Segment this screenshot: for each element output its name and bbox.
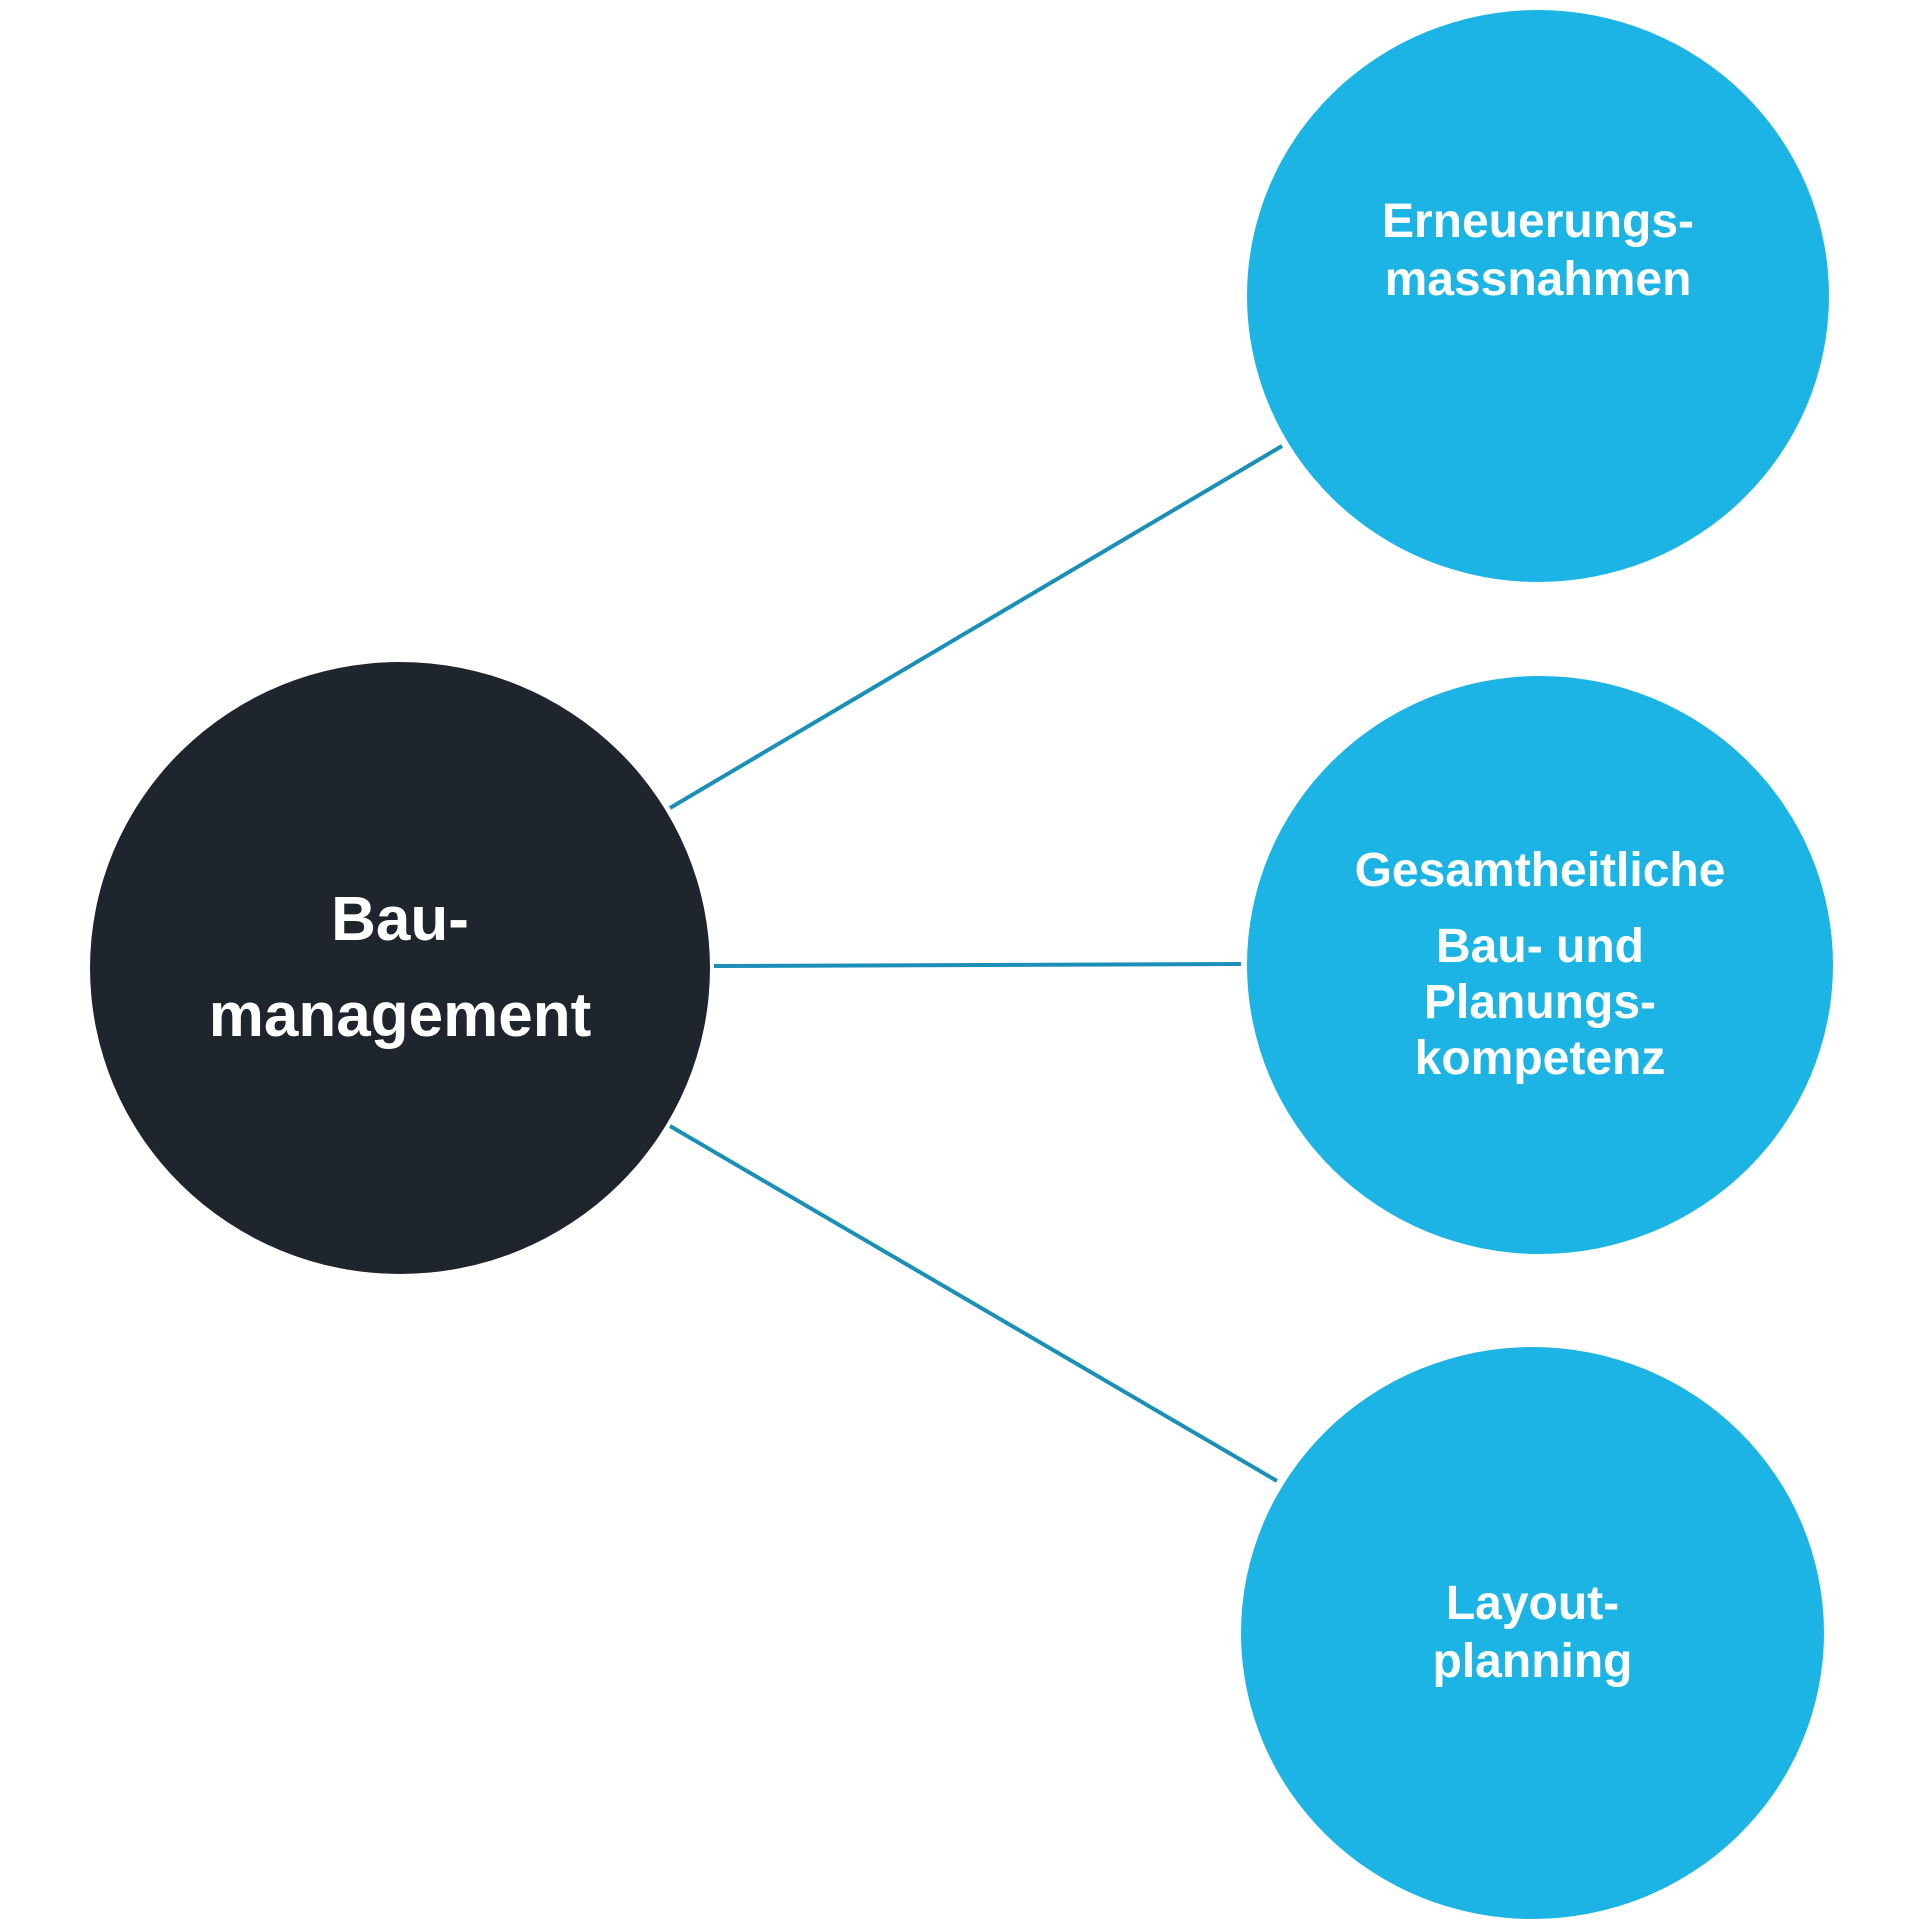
- connector-line-middle: [713, 962, 1242, 968]
- satellite-node-erneuerungsmassnahmen: Erneuerungs- massnahmen: [1247, 10, 1829, 582]
- connector-line-top: [668, 444, 1284, 810]
- satellite-node-planungskompetenz: Gesamtheitliche Bau- und Planungs- kompe…: [1247, 676, 1833, 1254]
- satellite-node-2-line-2: Bau- und: [1436, 920, 1644, 973]
- center-node-line-1: Bau-: [331, 885, 469, 954]
- connector-line-bottom: [668, 1124, 1279, 1483]
- satellite-node-3-line-2: planning: [1432, 1635, 1633, 1688]
- satellite-node-3-line-1: Layout-: [1445, 1577, 1620, 1630]
- satellite-node-1-line-1: Erneuerungs-: [1381, 195, 1695, 248]
- satellite-node-1-line-2: massnahmen: [1384, 253, 1692, 306]
- satellite-node-2-line-3: Planungs-: [1423, 976, 1656, 1029]
- center-node-line-2: management: [208, 981, 592, 1050]
- center-node-baumanagement: Bau- management: [90, 662, 710, 1274]
- satellite-node-layoutplanning: Layout- planning: [1241, 1347, 1824, 1919]
- satellite-node-2-line-4: kompetenz: [1414, 1032, 1666, 1085]
- satellite-node-2-line-1: Gesamtheitliche: [1354, 844, 1726, 897]
